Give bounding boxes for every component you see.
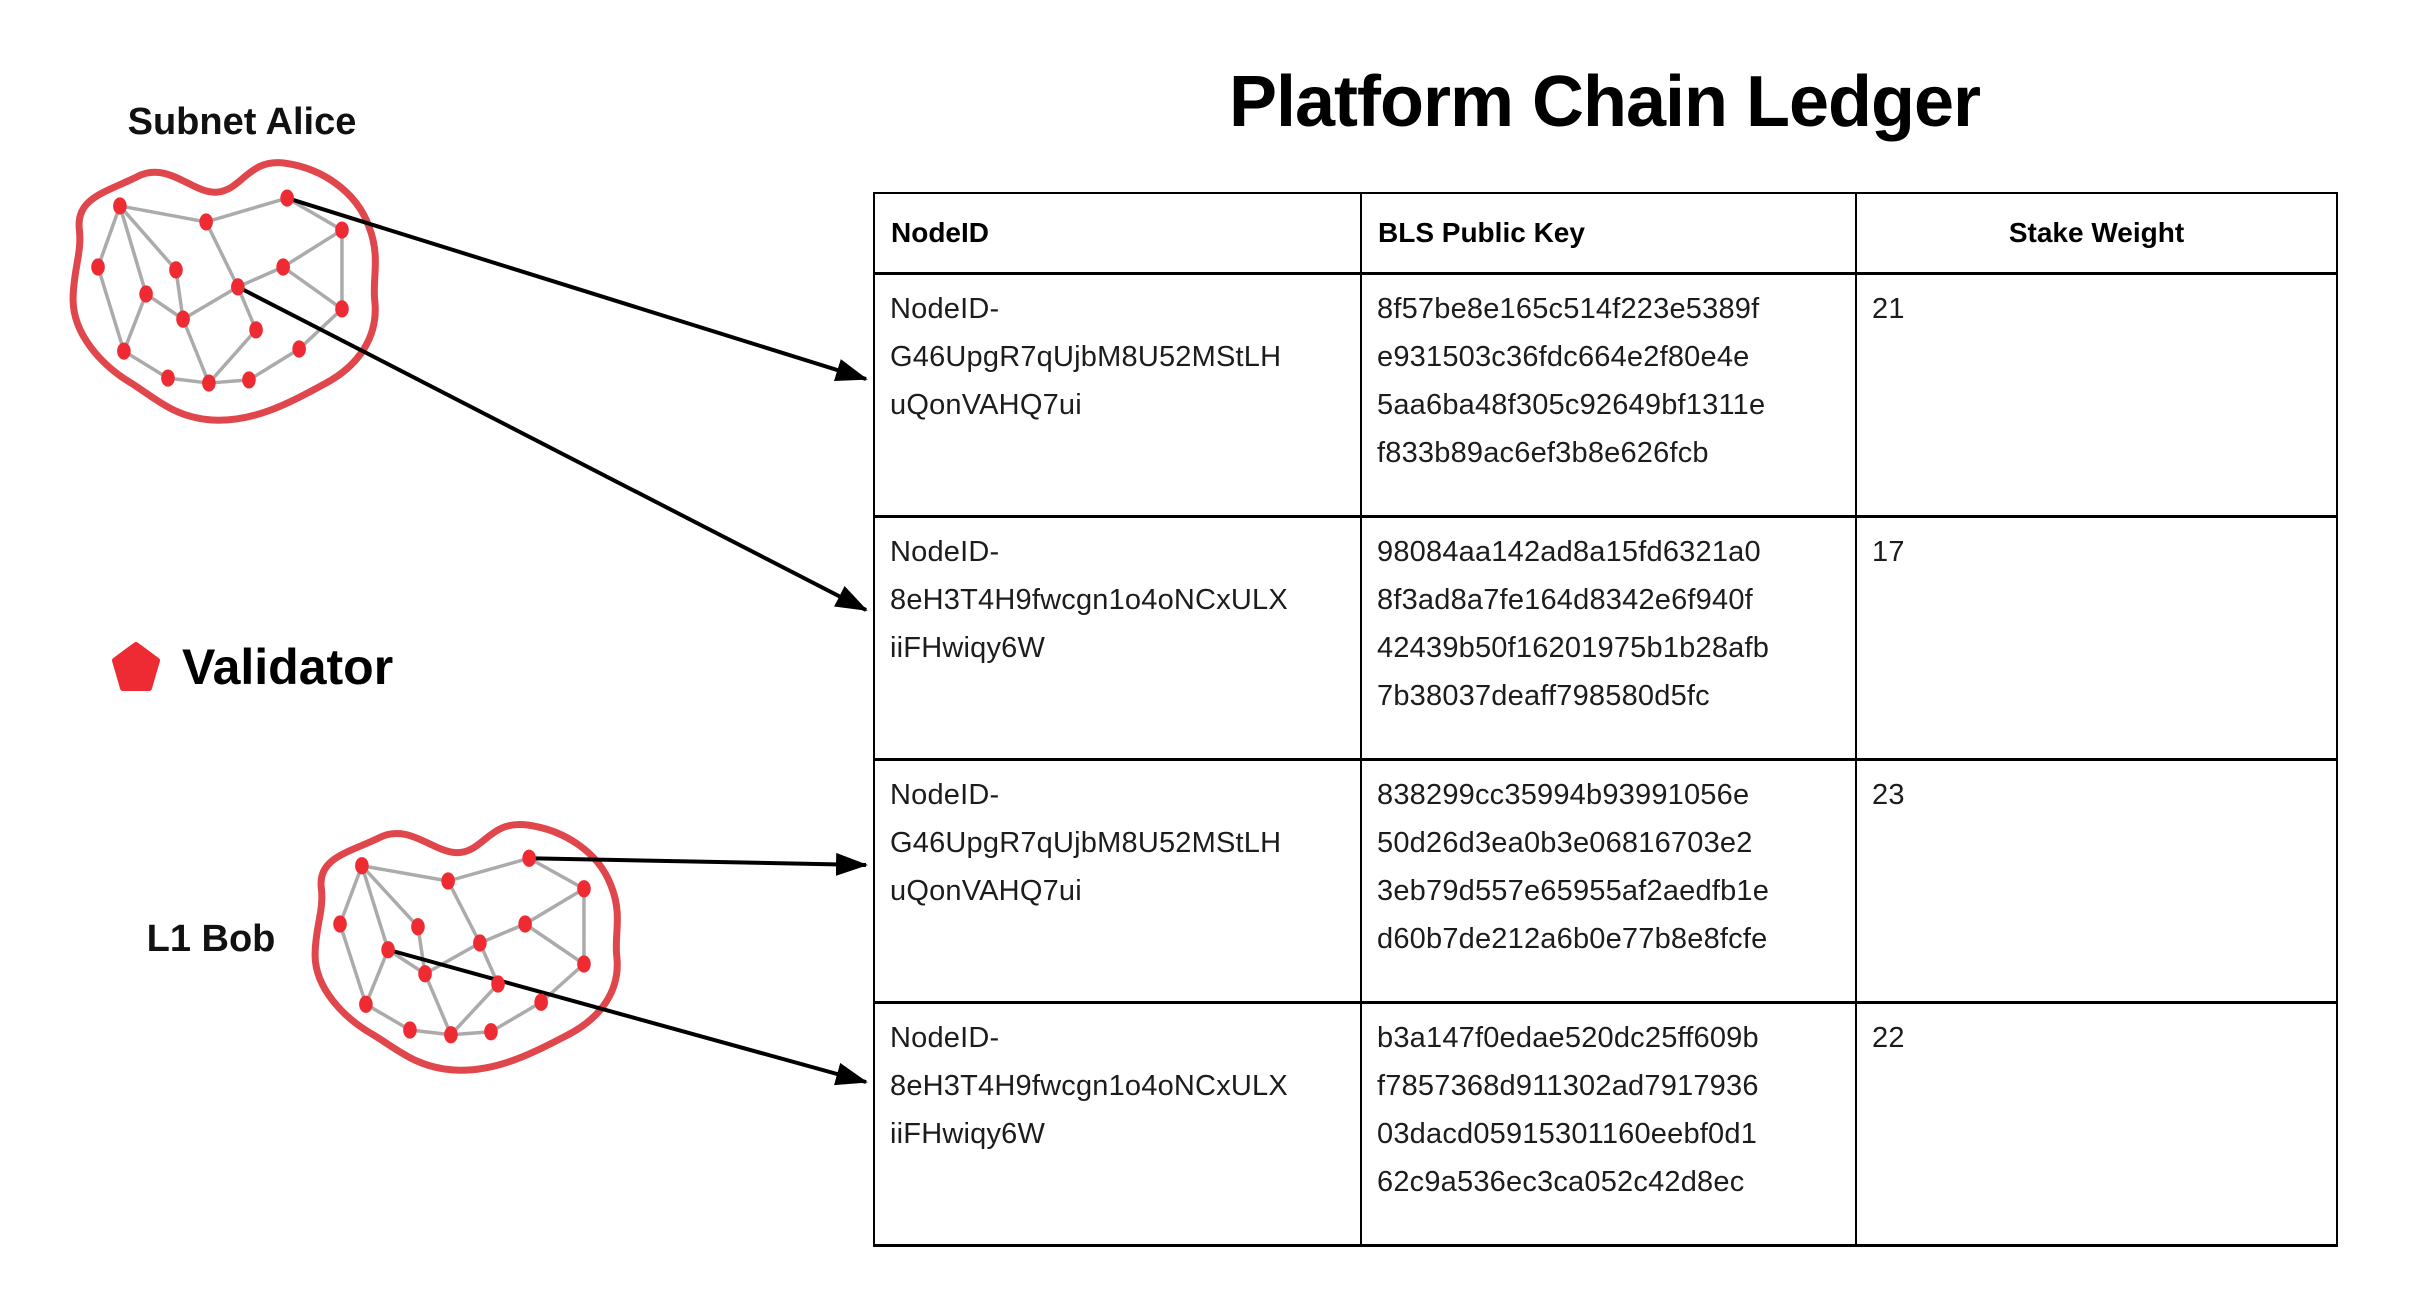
nodeid-cell: NodeID- G46UpgR7qUjbM8U52MStLH uQonVAHQ7… — [873, 272, 1362, 518]
stake-weight-cell: 22 — [1855, 1001, 2338, 1247]
stake-weight-cell: 21 — [1855, 272, 2338, 518]
stake-weight-cell: 17 — [1855, 515, 2338, 761]
bls-key-cell: 98084aa142ad8a15fd6321a0 8f3ad8a7fe164d8… — [1360, 515, 1857, 761]
subnet-bob-label: L1 Bob — [146, 918, 276, 960]
nodeid-cell: NodeID- G46UpgR7qUjbM8U52MStLH uQonVAHQ7… — [873, 758, 1362, 1004]
table-row: NodeID- G46UpgR7qUjbM8U52MStLH uQonVAHQ7… — [873, 758, 2338, 1004]
validator-legend-label: Validator — [182, 639, 394, 695]
subnet-alice-label: Subnet Alice — [127, 101, 357, 143]
ledger-table: NodeID BLS Public Key Stake Weight NodeI… — [873, 192, 2338, 1247]
table-row: NodeID- 8eH3T4H9fwcgn1o4oNCxULX iiFHwiqy… — [873, 1001, 2338, 1247]
platform-chain-ledger: NodeID BLS Public Key Stake Weight NodeI… — [873, 192, 2338, 1247]
bls-key-cell: b3a147f0edae520dc25ff609b f7857368d91130… — [1360, 1001, 1857, 1247]
header-row: NodeID BLS Public Key Stake Weight — [873, 192, 2338, 275]
nodeid-cell: NodeID- 8eH3T4H9fwcgn1o4oNCxULX iiFHwiqy… — [873, 515, 1362, 761]
table-row: NodeID- 8eH3T4H9fwcgn1o4oNCxULX iiFHwiqy… — [873, 515, 2338, 761]
bls-key-cell: 838299cc35994b93991056e 50d26d3ea0b3e068… — [1360, 758, 1857, 1004]
stake-weight-cell: 23 — [1855, 758, 2338, 1004]
col-header-stake-weight: Stake Weight — [1855, 192, 2338, 275]
col-header-bls-public-key: BLS Public Key — [1360, 192, 1857, 275]
page-title: Platform Chain Ledger — [1228, 62, 1981, 142]
bls-key-cell: 8f57be8e165c514f223e5389f e931503c36fdc6… — [1360, 272, 1857, 518]
col-header-nodeid: NodeID — [873, 192, 1362, 275]
table-row: NodeID- G46UpgR7qUjbM8U52MStLH uQonVAHQ7… — [873, 272, 2338, 518]
validator-legend: Validator — [112, 640, 393, 694]
validator-pentagon-icon — [112, 642, 160, 691]
nodeid-cell: NodeID- 8eH3T4H9fwcgn1o4oNCxULX iiFHwiqy… — [873, 1001, 1362, 1247]
